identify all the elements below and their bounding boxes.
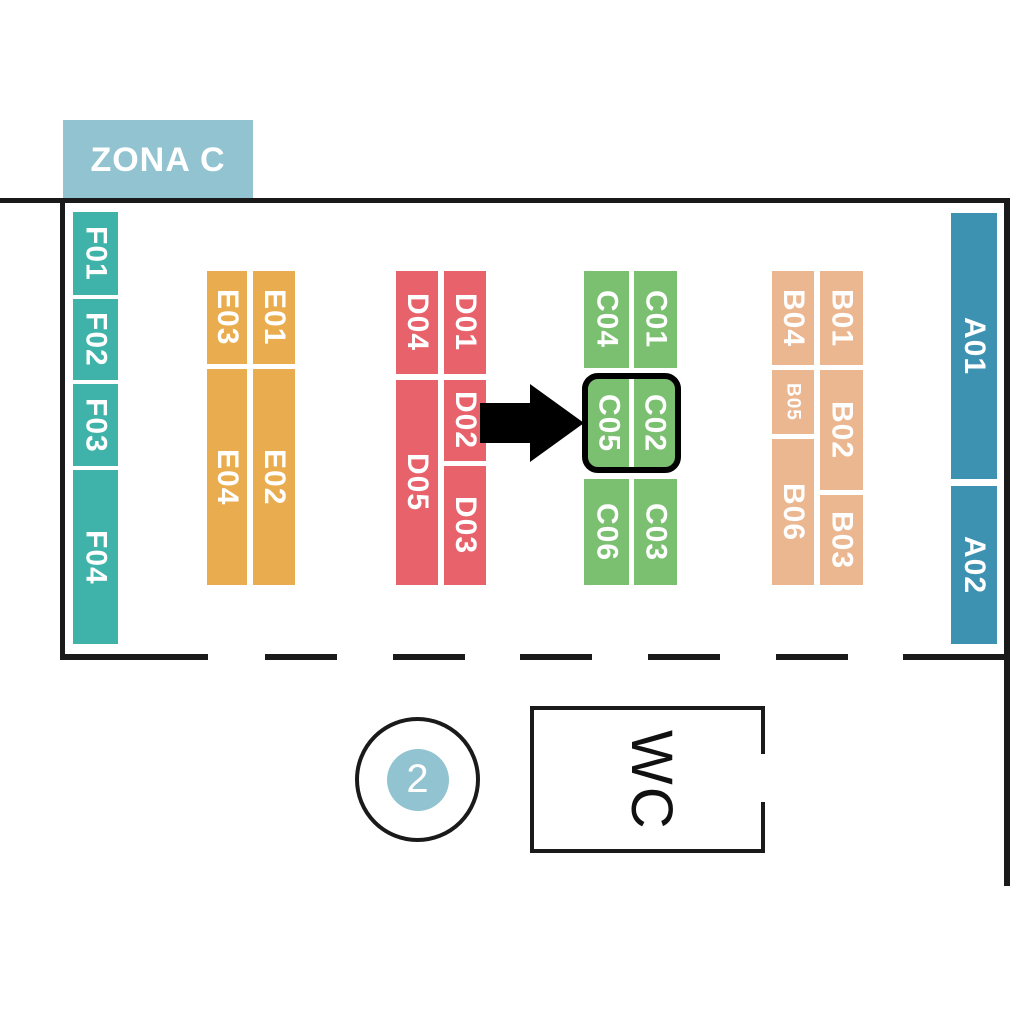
stand-label: C04 — [590, 290, 624, 349]
stand-f04[interactable]: F04 — [73, 470, 118, 644]
dashed-boundary — [648, 654, 720, 660]
wc-label-text: WC — [619, 729, 684, 831]
stand-label: B04 — [777, 288, 810, 348]
stand-f01[interactable]: F01 — [73, 212, 118, 295]
stand-d01[interactable]: D01 — [444, 271, 486, 374]
stand-label: E01 — [258, 289, 291, 346]
stand-label: D04 — [401, 293, 434, 352]
selected-stand-highlight — [582, 373, 681, 473]
stand-label: B03 — [825, 510, 859, 570]
dashed-boundary — [265, 654, 337, 660]
stand-label: E04 — [211, 448, 244, 506]
stand-label: C01 — [639, 290, 673, 349]
stand-label: C03 — [639, 502, 673, 562]
stand-d04[interactable]: D04 — [396, 271, 438, 374]
stand-c05[interactable]: C05 — [588, 379, 629, 467]
stand-e03[interactable]: E03 — [207, 271, 247, 364]
stand-b04[interactable]: B04 — [772, 271, 814, 365]
stand-e01[interactable]: E01 — [253, 271, 295, 364]
stand-c03[interactable]: C03 — [634, 479, 677, 585]
stand-label: A01 — [958, 316, 991, 376]
stand-d02[interactable]: D02 — [444, 380, 486, 461]
stand-label: C02 — [638, 393, 672, 453]
stand-b01[interactable]: B01 — [820, 271, 863, 365]
stand-label: C06 — [590, 502, 624, 562]
stand-d03[interactable]: D03 — [444, 466, 486, 585]
stand-label: D01 — [449, 293, 482, 352]
stand-label: F03 — [79, 397, 113, 453]
stand-a02[interactable]: A02 — [951, 486, 997, 644]
stand-label: F04 — [79, 529, 113, 585]
stand-label: D05 — [401, 453, 434, 512]
stand-f03[interactable]: F03 — [73, 384, 118, 466]
stand-c06[interactable]: C06 — [584, 479, 629, 585]
left-wall — [60, 198, 65, 660]
arrow-right-icon — [480, 384, 584, 462]
stand-e04[interactable]: E04 — [207, 369, 247, 585]
stand-b06[interactable]: B06 — [772, 439, 814, 585]
dashed-boundary — [520, 654, 592, 660]
dashed-boundary — [60, 654, 208, 660]
stand-c02[interactable]: C02 — [634, 379, 675, 467]
wc-room — [530, 706, 766, 853]
stand-label: B05 — [782, 383, 804, 421]
dashed-boundary — [393, 654, 465, 660]
zone-tag: ZONA C — [63, 120, 253, 200]
stand-label: F01 — [79, 226, 113, 281]
stand-c01[interactable]: C01 — [634, 271, 677, 368]
dashed-boundary — [776, 654, 848, 660]
stand-label: E03 — [211, 289, 244, 346]
top-wall — [0, 198, 1010, 203]
stand-label: B01 — [825, 288, 859, 348]
stand-label: B02 — [825, 400, 859, 460]
stand-a01[interactable]: A01 — [951, 213, 997, 479]
stand-d05[interactable]: D05 — [396, 380, 438, 585]
stand-e02[interactable]: E02 — [253, 369, 295, 585]
stand-label: D02 — [449, 391, 482, 450]
stand-label: B06 — [777, 482, 810, 542]
area-number-marker: 2 — [355, 717, 480, 842]
area-number: 2 — [406, 757, 429, 801]
stand-c04[interactable]: C04 — [584, 271, 629, 368]
zone-label: ZONA C — [90, 140, 226, 179]
area-number-badge: 2 — [386, 748, 449, 811]
stand-label: C05 — [592, 393, 626, 453]
dashed-boundary — [903, 654, 1007, 660]
wc-label: WC — [606, 722, 696, 838]
stand-label: A02 — [958, 535, 991, 595]
stand-label: D03 — [449, 496, 482, 555]
stand-f02[interactable]: F02 — [73, 299, 118, 380]
stand-label: F02 — [79, 312, 113, 367]
stand-b02[interactable]: B02 — [820, 370, 863, 490]
stand-label: E02 — [258, 448, 291, 506]
stand-b03[interactable]: B03 — [820, 495, 863, 585]
right-wall — [1004, 198, 1010, 886]
stand-b05[interactable]: B05 — [772, 370, 814, 434]
